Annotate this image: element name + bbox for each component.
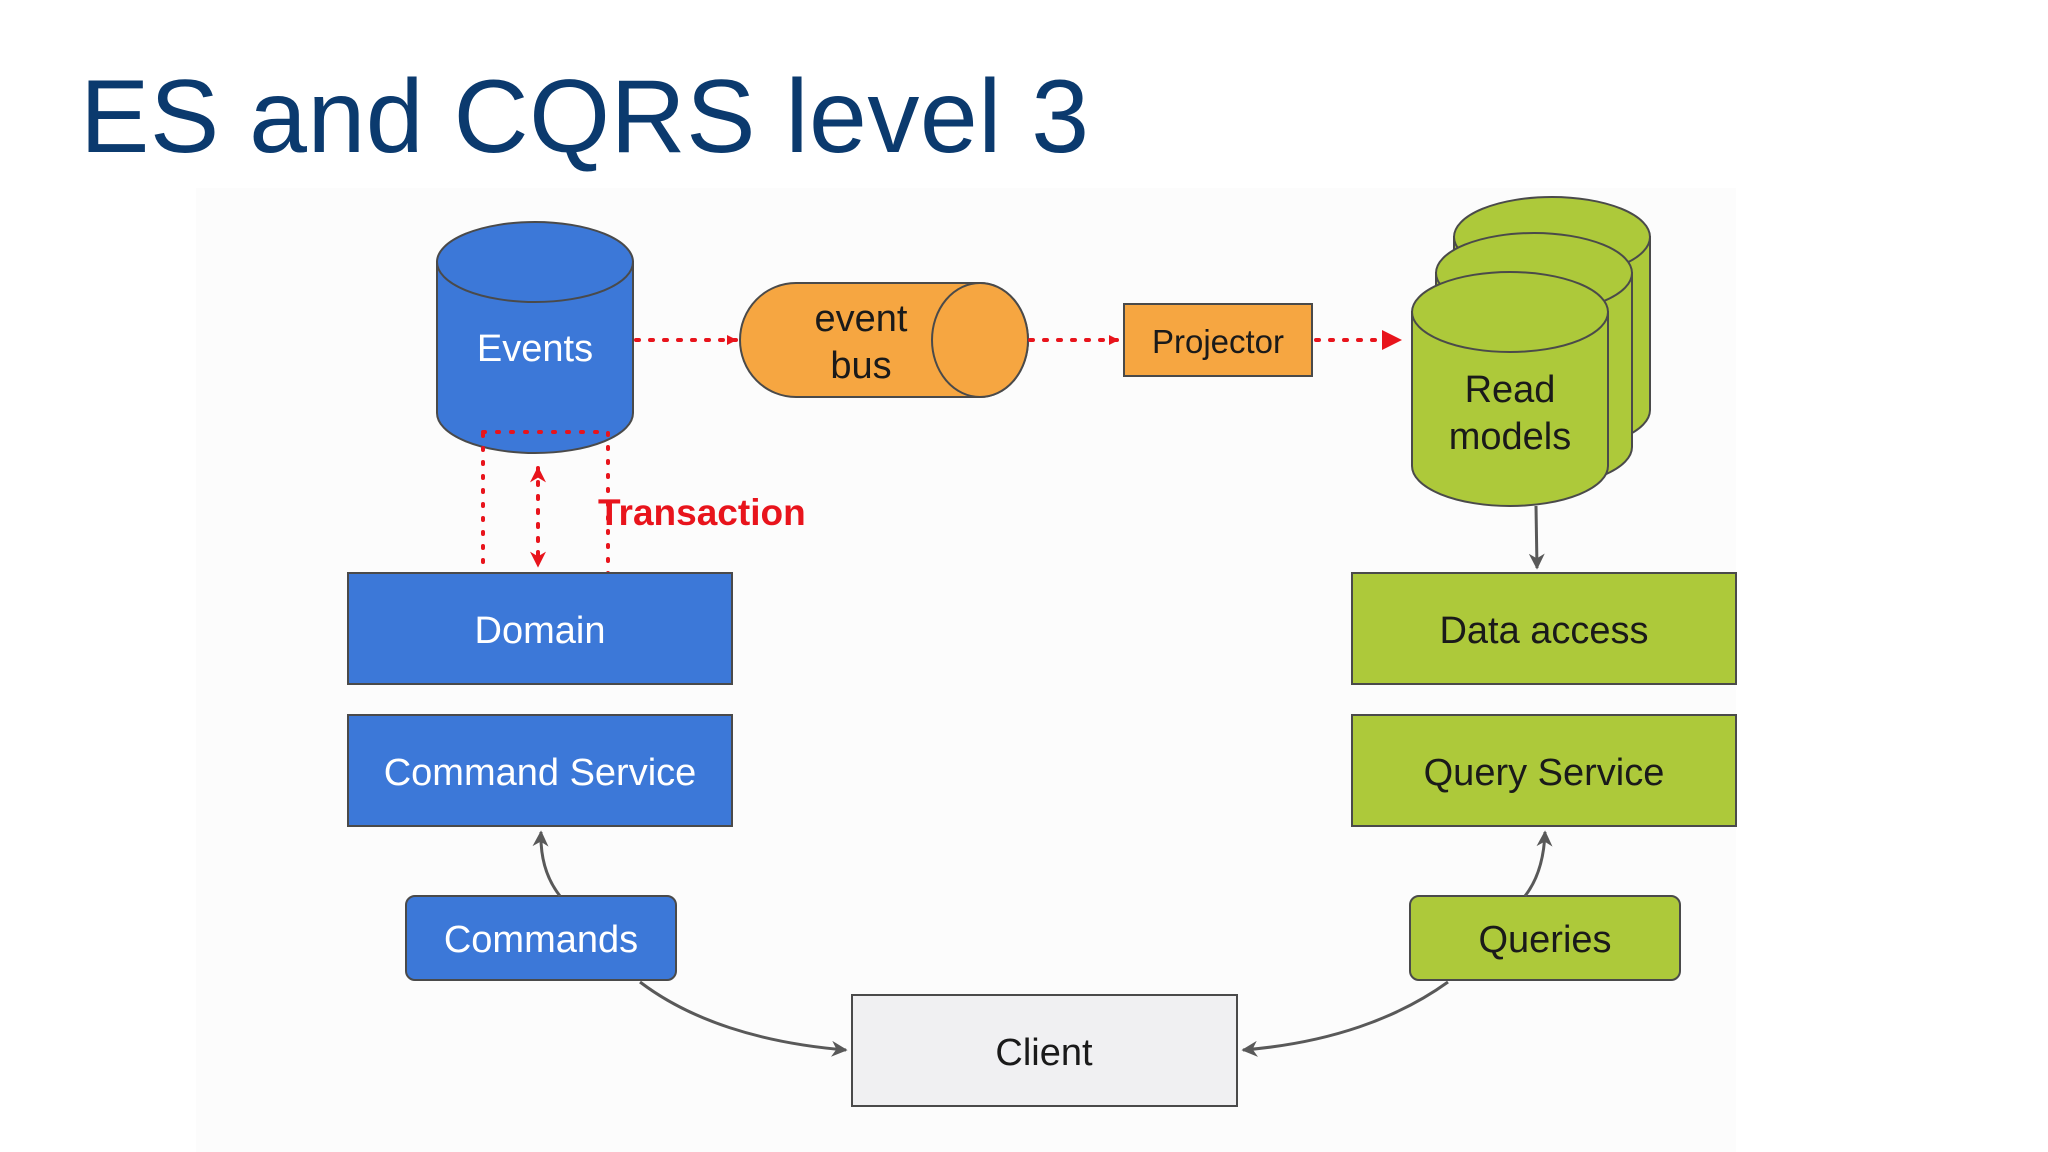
commands-label: Commands [444, 919, 638, 961]
read-models-datastore: Read models [1411, 196, 1651, 507]
slide-title: ES and CQRS level 3 [80, 59, 1090, 175]
read-models-cylinder-front-top [1411, 271, 1609, 353]
events-label: Events [477, 328, 593, 370]
event-bus-end [931, 282, 1029, 398]
transaction-label: Transaction [598, 492, 806, 533]
query-service-box [1351, 714, 1737, 827]
command-service-box [347, 714, 733, 827]
client-node: Client [851, 994, 1238, 1107]
domain-label: Domain [475, 610, 606, 652]
commands-to-client-arrow [639, 980, 848, 1057]
projector-box [1123, 303, 1313, 377]
data-access-label: Data access [1439, 610, 1648, 652]
domain-box [347, 572, 733, 685]
events-datastore: Events [436, 221, 634, 454]
data-access-node: Data access [1351, 572, 1737, 685]
command-service-node: Command Service [347, 714, 733, 827]
query-service-label: Query Service [1424, 752, 1665, 794]
data-access-box [1351, 572, 1737, 685]
query-service-node: Query Service [1351, 714, 1737, 827]
event-bus: event bus [739, 282, 1029, 398]
readmodels-to-dataaccess-arrow [1528, 505, 1545, 570]
command-service-label: Command Service [384, 752, 697, 794]
queries-to-client-arrow [1241, 980, 1449, 1057]
queries-box [1409, 895, 1681, 981]
queries-label: Queries [1478, 919, 1611, 961]
projector-label: Projector [1152, 323, 1284, 360]
commands-box [405, 895, 677, 981]
events-cylinder-top [436, 221, 634, 303]
read-models-cylinder-front [1411, 311, 1609, 507]
transaction-dotted-loop [481, 430, 610, 584]
commands-to-commandservice-arrow [532, 830, 562, 897]
commands-node: Commands [405, 895, 677, 981]
queries-node: Queries [1409, 895, 1681, 981]
client-box [851, 994, 1238, 1107]
domain-node: Domain [347, 572, 733, 685]
read-models-label-line2: models [1449, 416, 1572, 458]
queries-to-queryservice-arrow [1523, 830, 1553, 897]
transaction-boundary: Transaction [481, 430, 806, 584]
read-models-label-line1: Read [1465, 369, 1556, 411]
event-bus-label-line1: event [815, 298, 908, 340]
events-cylinder-body [436, 261, 634, 454]
event-bus-label-line2: bus [830, 345, 891, 387]
client-label: Client [995, 1032, 1093, 1074]
projector: Projector [1123, 303, 1313, 377]
